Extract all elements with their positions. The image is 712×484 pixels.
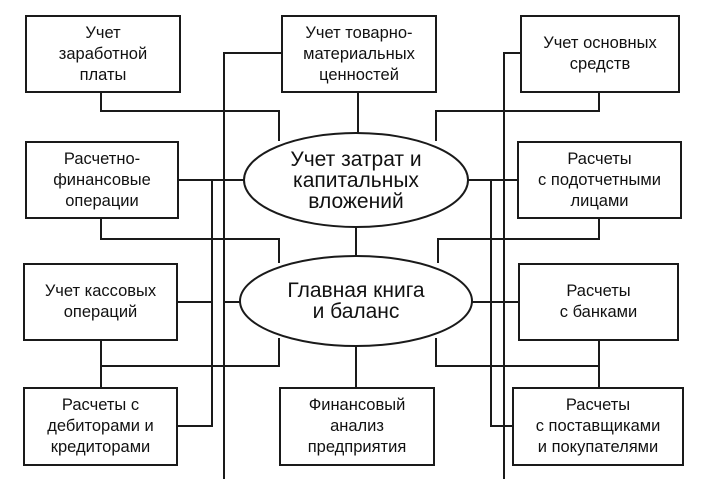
node-label: Расчеты с дебиторами и кредиторами <box>47 396 154 456</box>
node-label: Расчетно- финансовые операции <box>53 149 151 210</box>
node-label: Учет основных средств <box>543 34 657 73</box>
connector-inventory-left <box>223 52 282 479</box>
costs-ellipse-shape <box>243 132 469 228</box>
connector-left-inner <box>176 179 213 427</box>
node-cash: Учет кассовых операций <box>23 263 178 341</box>
connector-right-inner <box>490 179 513 427</box>
node-label: Расчеты с поставщиками и покупателями <box>535 396 661 456</box>
node-debtors-creditors: Расчеты с дебиторами и кредиторами <box>23 387 178 466</box>
node-banks: Расчеты с банками <box>518 263 679 341</box>
node-ledger-ellipse: Главная книга и баланс <box>240 256 472 346</box>
connector-fixed-assets-left <box>503 52 521 479</box>
connector-accountable-bus <box>437 217 600 263</box>
ellipse-label: Главная книга и баланс <box>287 279 425 323</box>
node-inventory: Учет товарно- материальных ценностей <box>281 15 437 93</box>
ellipse-label: Учет затрат и капитальных вложений <box>290 147 422 213</box>
connector-payroll <box>100 91 280 141</box>
node-suppliers-buyers: Расчеты с поставщиками и покупателями <box>512 387 684 466</box>
node-accountable-persons: Расчеты с подотчетными лицами <box>517 141 682 219</box>
node-label: Расчеты с подотчетными лицами <box>538 149 661 210</box>
node-fixed-assets: Учет основных средств <box>520 15 680 93</box>
connector-cash-bus <box>100 338 280 367</box>
node-label: Учет заработной платы <box>58 23 148 84</box>
node-financial-analysis: Финансовый анализ предприятия <box>279 387 435 466</box>
connector-banks-bus <box>435 338 600 367</box>
node-settlement-finance: Расчетно- финансовые операции <box>25 141 179 219</box>
node-payroll: Учет заработной платы <box>25 15 181 93</box>
connector-settlement-finance-bus <box>100 217 280 263</box>
node-label: Учет товарно- материальных ценностей <box>303 23 415 84</box>
connector-fixed-assets <box>435 91 600 141</box>
node-costs-ellipse: Учет затрат и капитальных вложений <box>244 133 468 227</box>
node-label: Финансовый анализ предприятия <box>307 396 407 456</box>
node-label: Расчеты с банками <box>559 282 638 321</box>
ledger-ellipse-shape <box>239 255 473 347</box>
node-label: Учет кассовых операций <box>44 282 157 321</box>
